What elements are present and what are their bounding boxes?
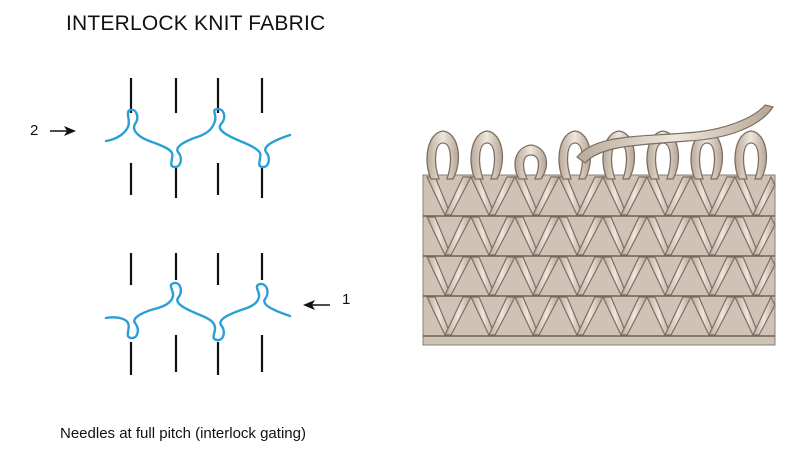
fabric-body <box>422 174 776 346</box>
stitch-row <box>426 295 776 336</box>
knit-fabric-illustration <box>422 104 776 346</box>
stitch-row <box>426 175 776 216</box>
feed-2-label: 2 <box>30 122 38 139</box>
feed-1-arrow-icon <box>303 300 330 310</box>
feed-2-arrow-icon <box>50 126 76 136</box>
needle-diagram: 2 1 <box>30 78 350 375</box>
feed-1-label: 1 <box>342 291 350 308</box>
yarn-path-feed-2 <box>104 107 292 169</box>
needle-set-feed-2 <box>129 78 264 198</box>
needle-set-feed-1 <box>129 253 264 375</box>
yarn-tail <box>576 104 774 164</box>
yarn-path-feed-1 <box>104 281 292 342</box>
diagram-caption: Needles at full pitch (interlock gating) <box>60 425 306 442</box>
page-title: INTERLOCK KNIT FABRIC <box>66 12 326 35</box>
top-loops <box>426 130 768 180</box>
stitch-row <box>426 215 776 256</box>
stitch-row <box>426 255 776 296</box>
